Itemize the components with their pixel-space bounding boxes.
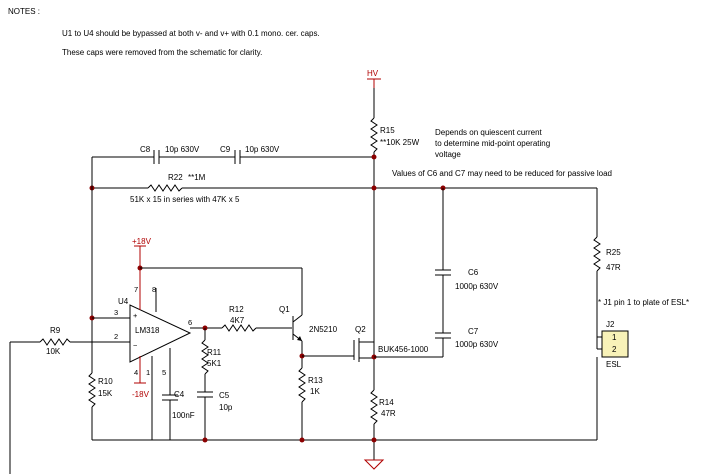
j2-ref: J2 [606,320,615,329]
u4-ref: U4 [118,297,129,306]
r10-ref: R10 [98,377,113,386]
r15-note-3: voltage [435,150,461,159]
r25-ref: R25 [606,248,621,257]
c9-ref: C9 [220,145,231,154]
r12-value: 4K7 [230,316,245,325]
c6c7-note: Values of C6 and C7 may need to be reduc… [392,169,612,178]
r9-ref: R9 [50,326,61,335]
r25-value: 47R [606,263,621,272]
j2-label: ESL [606,360,622,369]
opamp-u4 [129,304,192,363]
r13-value: 1K [310,387,320,396]
u4-pin-3: 3 [114,308,118,317]
c8-ref: C8 [140,145,151,154]
resistor-r9 [39,338,71,346]
q1-ref: Q1 [279,305,290,314]
r22-note: 51K x 15 in series with 47K x 5 [130,195,240,204]
u4-part: LM318 [135,326,160,335]
u4-pin-2: 2 [114,332,118,341]
junction-c9-r15 [371,154,377,160]
r22-value: **1M [188,173,206,182]
resistor-r22 [147,184,183,192]
r11-value: 5K1 [207,359,222,368]
r10-value: 15K [98,389,113,398]
j2-pin2: 2 [612,345,617,354]
u4-pin-7: 7 [134,285,138,294]
r11-ref: R11 [207,348,222,357]
q1-part: 2N5210 [309,325,338,334]
c7-ref: C7 [468,327,479,336]
r15-value: **10K 25W [380,138,420,147]
vpos-label: +18V [132,237,152,246]
resistor-r11 [201,339,209,375]
r14-ref: R14 [379,398,394,407]
transistor-q1-collector [292,314,303,323]
c5-value: 10p [219,403,233,412]
resistor-r10 [88,372,96,408]
hv-label: HV [367,69,379,78]
r22-ref: R22 [168,173,183,182]
u4-pin-5: 5 [162,368,166,377]
c6-ref: C6 [468,268,479,277]
q2-ref: Q2 [355,325,366,334]
svg-text:−: − [133,341,138,350]
u4-pin-6: 6 [188,318,192,327]
r15-ref: R15 [380,126,395,135]
junction-c5-gnd [202,437,208,443]
vneg-label: -18V [132,390,150,399]
notes-line-1: U1 to U4 should be bypassed at both v- a… [62,29,320,38]
j2-note: * J1 pin 1 to plate of ESL* [598,298,689,307]
resistor-r13 [298,367,306,403]
c5-ref: C5 [219,391,230,400]
resistor-r25 [593,236,601,272]
ground-symbol [363,459,385,470]
r15-note-1: Depends on quiescent current [435,128,543,137]
q2-part: BUK456-1000 [378,345,429,354]
u4-pin-8: 8 [152,285,156,294]
notes-line-2: These caps were removed from the schemat… [62,48,262,57]
junction-r13-gnd [299,437,305,443]
junction-r14-gnd [371,437,377,443]
r14-value: 47R [381,409,396,418]
resistor-r12 [221,324,257,332]
c6-value: 1000p 630V [455,282,499,291]
r12-ref: R12 [229,305,244,314]
resistor-r14 [370,389,378,425]
c4-ref: C4 [174,390,185,399]
r15-note-2: to determine mid-point operating [435,139,550,148]
c4-value: 100nF [172,411,195,420]
junction-r22-drain [371,185,377,191]
connector-j2 [601,330,629,358]
j2-pin1: 1 [612,333,617,342]
transistor-q1-arrow [297,336,302,341]
resistor-r15 [370,117,378,153]
u4-pin-1: 1 [146,368,150,377]
r9-value: 10K [46,347,61,356]
c7-value: 1000p 630V [455,340,499,349]
svg-text:+: + [133,311,138,320]
u4-pin-4: 4 [134,368,138,377]
c8-value: 10p 630V [165,145,200,154]
r13-ref: R13 [308,376,323,385]
notes-heading: NOTES : [8,7,40,16]
c9-value: 10p 630V [245,145,280,154]
